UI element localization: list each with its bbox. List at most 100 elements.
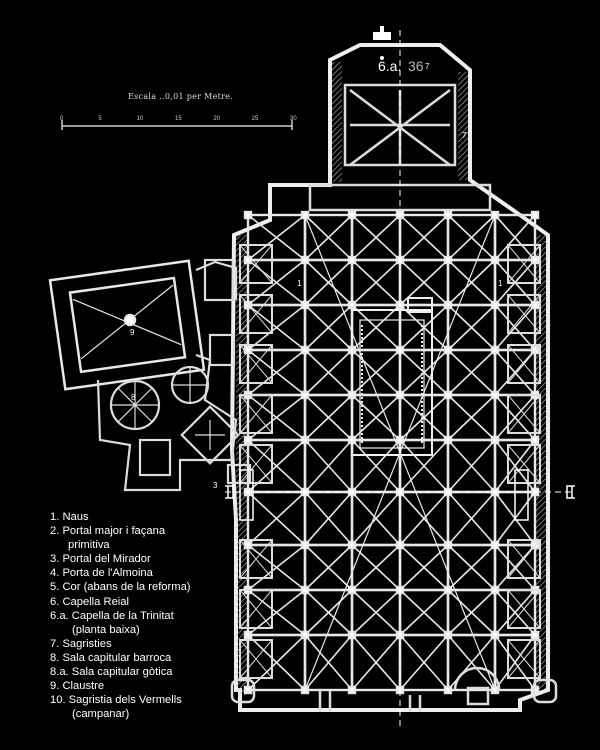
pier bbox=[443, 630, 453, 640]
legend-item: 2. Portal major i façana bbox=[50, 525, 166, 538]
vault-rib bbox=[247, 349, 306, 396]
pier bbox=[443, 210, 453, 220]
vault-rib bbox=[247, 259, 306, 306]
pier bbox=[347, 300, 357, 310]
pier bbox=[530, 210, 540, 220]
legend-item: (planta baixa) bbox=[72, 623, 140, 636]
side-chapel bbox=[507, 539, 541, 579]
vault-rib bbox=[247, 544, 306, 591]
pier bbox=[300, 685, 310, 695]
side-chapel bbox=[507, 444, 541, 484]
pier bbox=[347, 685, 357, 695]
scale-bar bbox=[61, 120, 293, 130]
vault-rib bbox=[304, 394, 353, 441]
side-chapel bbox=[239, 539, 273, 579]
vault-rib bbox=[399, 439, 449, 493]
vault-rib bbox=[351, 544, 401, 591]
vault-rib bbox=[351, 439, 401, 493]
vault-rib bbox=[447, 439, 496, 493]
pier bbox=[490, 685, 500, 695]
vault-rib bbox=[507, 539, 541, 579]
scale-tick-label: 5 bbox=[98, 116, 102, 122]
chapter-number: 8 bbox=[131, 393, 136, 402]
chapel-6a-tag: 6.a. bbox=[378, 58, 402, 74]
vault-rib bbox=[304, 439, 353, 493]
vault-rib bbox=[304, 214, 353, 261]
pier bbox=[300, 585, 310, 595]
vault-rib bbox=[304, 589, 353, 636]
legend-item: 5. Cor (abans de la reforma) bbox=[50, 581, 191, 594]
choir bbox=[351, 297, 433, 456]
pier bbox=[490, 255, 500, 265]
scale-tick-label: 10 bbox=[137, 116, 144, 122]
vault-rib bbox=[399, 634, 449, 691]
vault-rib bbox=[239, 639, 273, 679]
mirador-number: 3 bbox=[213, 481, 218, 490]
scale-tick-label: 25 bbox=[252, 116, 259, 122]
axis-lines bbox=[225, 30, 575, 730]
pier bbox=[347, 585, 357, 595]
vault-rib bbox=[239, 444, 273, 484]
vault-rib bbox=[351, 634, 401, 691]
pier bbox=[243, 210, 253, 220]
vault-rib bbox=[494, 439, 536, 493]
scale-tick-label: 15 bbox=[175, 116, 182, 122]
vault-rib bbox=[447, 589, 496, 636]
side-chapel bbox=[507, 344, 541, 384]
vault-rib bbox=[447, 544, 496, 591]
chapter-rooms bbox=[96, 258, 252, 492]
vault-rib bbox=[247, 214, 306, 261]
pier bbox=[300, 435, 310, 445]
side-chapels bbox=[239, 244, 541, 679]
sacristy-tag: 7 bbox=[425, 62, 430, 71]
pier bbox=[443, 300, 453, 310]
pier bbox=[490, 300, 500, 310]
vault-bay bbox=[493, 633, 537, 692]
cloister bbox=[48, 259, 206, 391]
pier bbox=[300, 210, 310, 220]
pier bbox=[530, 345, 540, 355]
vault-rib bbox=[507, 394, 541, 434]
legend-item: 1. Naus bbox=[50, 511, 89, 523]
pier bbox=[347, 255, 357, 265]
legend-item: 4. Porta de l'Almoina bbox=[50, 567, 153, 580]
vault-rib bbox=[399, 589, 449, 636]
pier bbox=[300, 630, 310, 640]
scale-tick-label: 0 bbox=[60, 116, 64, 122]
pier bbox=[530, 255, 540, 265]
pier bbox=[243, 540, 253, 550]
vault-rib bbox=[239, 539, 273, 579]
pier bbox=[490, 390, 500, 400]
pier bbox=[300, 540, 310, 550]
vault-rib bbox=[447, 491, 496, 546]
legend-item: 9. Claustre bbox=[50, 680, 105, 693]
vault-rib bbox=[351, 259, 401, 306]
vault-rib bbox=[247, 491, 306, 546]
vault-rib bbox=[351, 491, 401, 546]
side-chapel bbox=[239, 639, 273, 679]
pier bbox=[243, 435, 253, 445]
apse-ornament bbox=[373, 26, 391, 60]
vault-rib bbox=[304, 544, 353, 591]
vault-rib bbox=[494, 394, 536, 441]
side-chapel bbox=[507, 589, 541, 629]
vault-rib bbox=[494, 544, 536, 591]
vault-rib bbox=[351, 589, 401, 636]
side-chapel bbox=[507, 294, 541, 334]
pier bbox=[443, 585, 453, 595]
nave-right-number: 1 bbox=[498, 279, 503, 288]
pier bbox=[490, 435, 500, 445]
vault-rib bbox=[239, 294, 273, 334]
sacristy-number-b: 7 bbox=[462, 131, 467, 140]
vault-rib bbox=[447, 304, 496, 351]
pier bbox=[243, 255, 253, 265]
vault-rib bbox=[239, 244, 273, 284]
pier bbox=[347, 540, 357, 550]
pier bbox=[443, 540, 453, 550]
vault-rib bbox=[304, 349, 353, 396]
vault-rib bbox=[304, 634, 353, 691]
portal-markers bbox=[225, 469, 575, 521]
scale-title: Escala ..0,01 per Metre. bbox=[128, 92, 234, 101]
